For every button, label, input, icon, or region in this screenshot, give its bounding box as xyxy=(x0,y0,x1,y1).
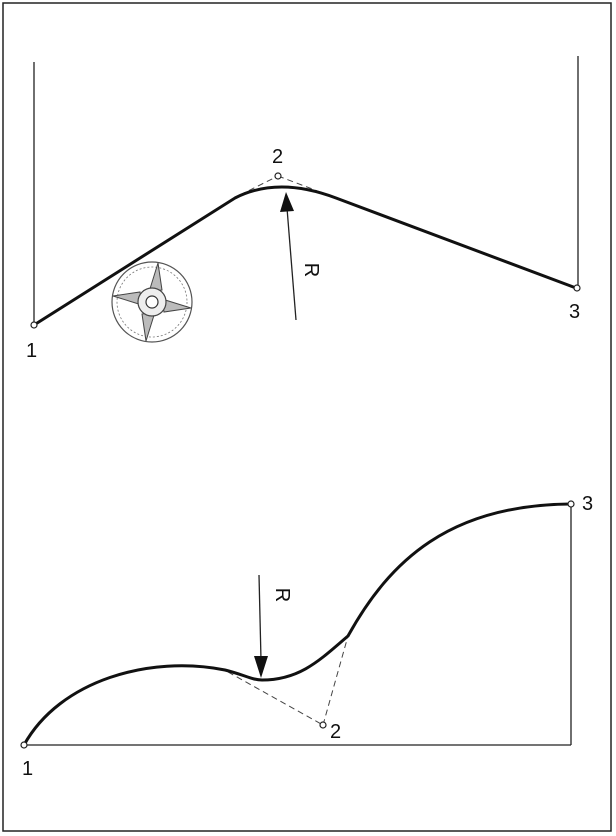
top-tangent-left xyxy=(239,175,279,196)
bottom-label-2: 2 xyxy=(330,721,341,743)
top-radius-arrow-shaft xyxy=(286,207,297,321)
top-diagram: 1 2 3 R xyxy=(26,56,581,362)
top-point-3 xyxy=(573,284,581,292)
top-label-1: 1 xyxy=(26,340,37,362)
bottom-profile-curve xyxy=(22,502,572,747)
bottom-diagram: 1 2 3 R xyxy=(20,493,593,780)
bottom-radius-label: R xyxy=(271,588,293,602)
top-radius-label: R xyxy=(300,263,322,277)
bottom-radius-arrowhead xyxy=(254,656,268,678)
bottom-tangent-right xyxy=(322,635,349,726)
bottom-point-3 xyxy=(567,500,575,508)
bottom-radius-arrow-shaft xyxy=(258,574,262,661)
bottom-point-2 xyxy=(319,721,327,729)
bottom-label-1: 1 xyxy=(22,758,33,780)
top-label-2: 2 xyxy=(272,146,283,168)
bottom-label-3: 3 xyxy=(582,493,593,515)
top-radius-arrowhead xyxy=(280,192,294,212)
bottom-point-1 xyxy=(20,741,28,749)
router-cutter-icon xyxy=(111,261,193,343)
top-point-1 xyxy=(30,321,38,329)
bottom-tangent-left xyxy=(227,671,324,726)
top-profile-line xyxy=(32,185,578,327)
top-label-3: 3 xyxy=(569,301,580,323)
top-point-2 xyxy=(274,172,282,180)
